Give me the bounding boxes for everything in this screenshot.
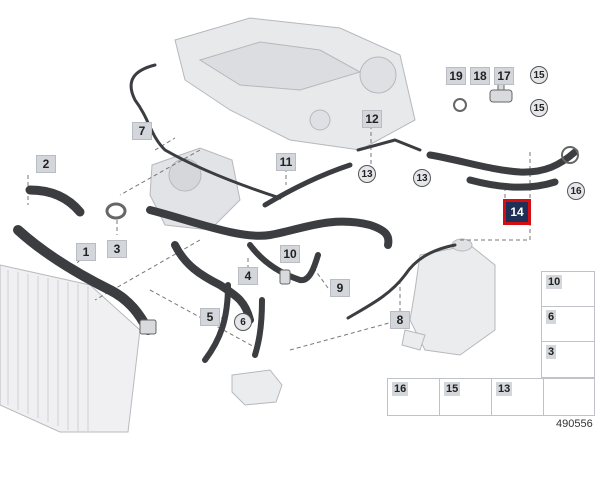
diagram-reference-number: 490556	[556, 418, 593, 430]
callout-12[interactable]: 12	[362, 110, 382, 128]
legend-box-6[interactable]: 6	[541, 306, 595, 343]
hose-10	[247, 242, 321, 284]
legend-label-3: 3	[546, 345, 557, 359]
legend-box-13[interactable]: 13	[491, 378, 545, 416]
hoses	[13, 63, 579, 363]
hose-14	[426, 148, 579, 176]
callout-6[interactable]: 6	[234, 313, 252, 331]
legend-box-mat	[543, 378, 595, 416]
legend-box-16[interactable]: 16	[387, 378, 441, 416]
expansion-tank	[401, 238, 496, 356]
radiator	[0, 264, 141, 433]
callout-15a[interactable]: 15	[530, 66, 548, 84]
pipe-12	[356, 138, 422, 152]
callout-19[interactable]: 19	[446, 67, 466, 85]
legend-label-16: 16	[392, 382, 409, 396]
engine-block	[149, 17, 416, 231]
hose-9	[146, 206, 393, 249]
callout-8[interactable]: 8	[390, 311, 410, 329]
legend-label-13: 13	[496, 382, 513, 396]
callout-3[interactable]: 3	[107, 240, 127, 258]
callout-9[interactable]: 9	[330, 279, 350, 297]
hose-5	[202, 282, 231, 363]
pipe-7	[129, 63, 282, 200]
legend-label-10: 10	[546, 275, 563, 289]
legend-box-3[interactable]: 3	[541, 341, 595, 378]
callout-4[interactable]: 4	[238, 267, 258, 285]
callout-5[interactable]: 5	[200, 308, 220, 326]
callout-18[interactable]: 18	[470, 67, 490, 85]
callout-7[interactable]: 7	[132, 122, 152, 140]
legend-label-15: 15	[444, 382, 461, 396]
hose-5b	[252, 297, 265, 358]
pipe-8	[346, 243, 457, 320]
callout-17[interactable]: 17	[494, 67, 514, 85]
callout-1[interactable]: 1	[76, 243, 96, 261]
callout-13a[interactable]: 13	[358, 165, 376, 183]
callout-2[interactable]: 2	[36, 155, 56, 173]
callout-16[interactable]: 16	[567, 182, 585, 200]
hose-4	[171, 241, 254, 324]
callout-13b[interactable]: 13	[413, 169, 431, 187]
hose-11	[262, 162, 353, 208]
callout-11[interactable]: 11	[276, 153, 296, 171]
legend-box-10[interactable]: 10	[541, 271, 595, 308]
callout-14-highlighted[interactable]: 14	[503, 199, 531, 225]
callout-15b[interactable]: 15	[530, 99, 548, 117]
auxiliary-tank	[231, 369, 283, 406]
legend-box-15[interactable]: 15	[439, 378, 493, 416]
hose-14b	[466, 176, 559, 191]
callout-10[interactable]: 10	[280, 245, 300, 263]
legend-label-6: 6	[546, 310, 557, 324]
hose-1	[13, 225, 153, 335]
hose-2	[25, 185, 85, 217]
